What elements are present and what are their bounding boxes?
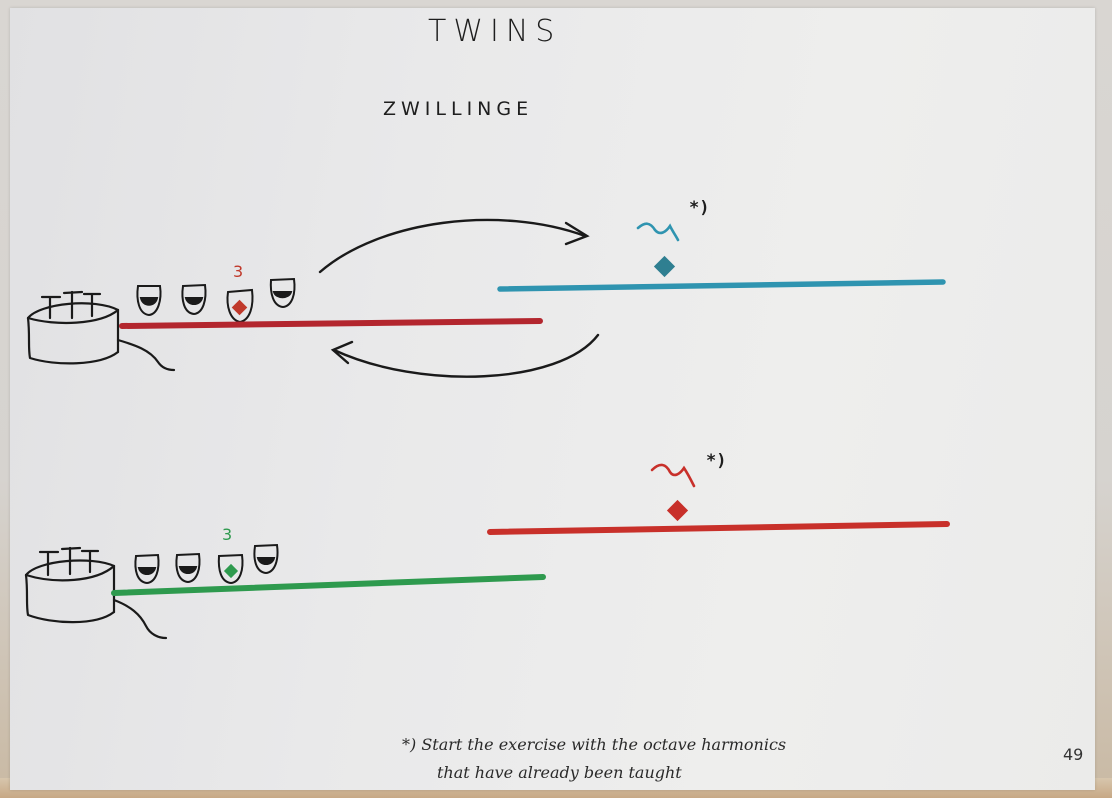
page-title: TWINS <box>428 14 562 49</box>
paper-sheet <box>10 8 1095 790</box>
tuning-head-top <box>26 290 176 372</box>
harmonic-string-bottom <box>487 521 950 535</box>
harmonic-string-top <box>497 279 946 292</box>
arrow-left-top <box>330 333 600 378</box>
string-line-top <box>119 318 543 329</box>
fret-number-top: 3 <box>233 262 244 281</box>
harmonic-symbol-top <box>636 222 680 242</box>
fret-dot-top <box>231 299 248 316</box>
tuning-head-bottom <box>24 546 168 640</box>
harmonic-node-bottom <box>666 499 689 522</box>
footnote-line-2: that have already been taught <box>437 763 682 782</box>
fret-symbols-top <box>136 277 296 324</box>
footnote-marker-top: *) <box>689 198 710 218</box>
bottom-diagram <box>24 463 950 640</box>
fret-symbols-bottom <box>134 543 279 585</box>
harmonic-symbol-bottom <box>650 463 696 488</box>
top-diagram <box>26 218 946 378</box>
fret-dot-bottom <box>223 563 239 579</box>
footnote-marker-bottom: *) <box>706 451 727 471</box>
string-line-bottom <box>111 574 546 596</box>
footnote-line-1: *) Start the exercise with the octave ha… <box>402 735 787 754</box>
page-number: 49 <box>1063 745 1084 764</box>
page-subtitle: ZWILLINGE <box>383 98 534 120</box>
harmonic-node-top <box>653 255 676 278</box>
arrow-right-top <box>318 218 590 274</box>
fret-number-bottom: 3 <box>222 525 233 544</box>
